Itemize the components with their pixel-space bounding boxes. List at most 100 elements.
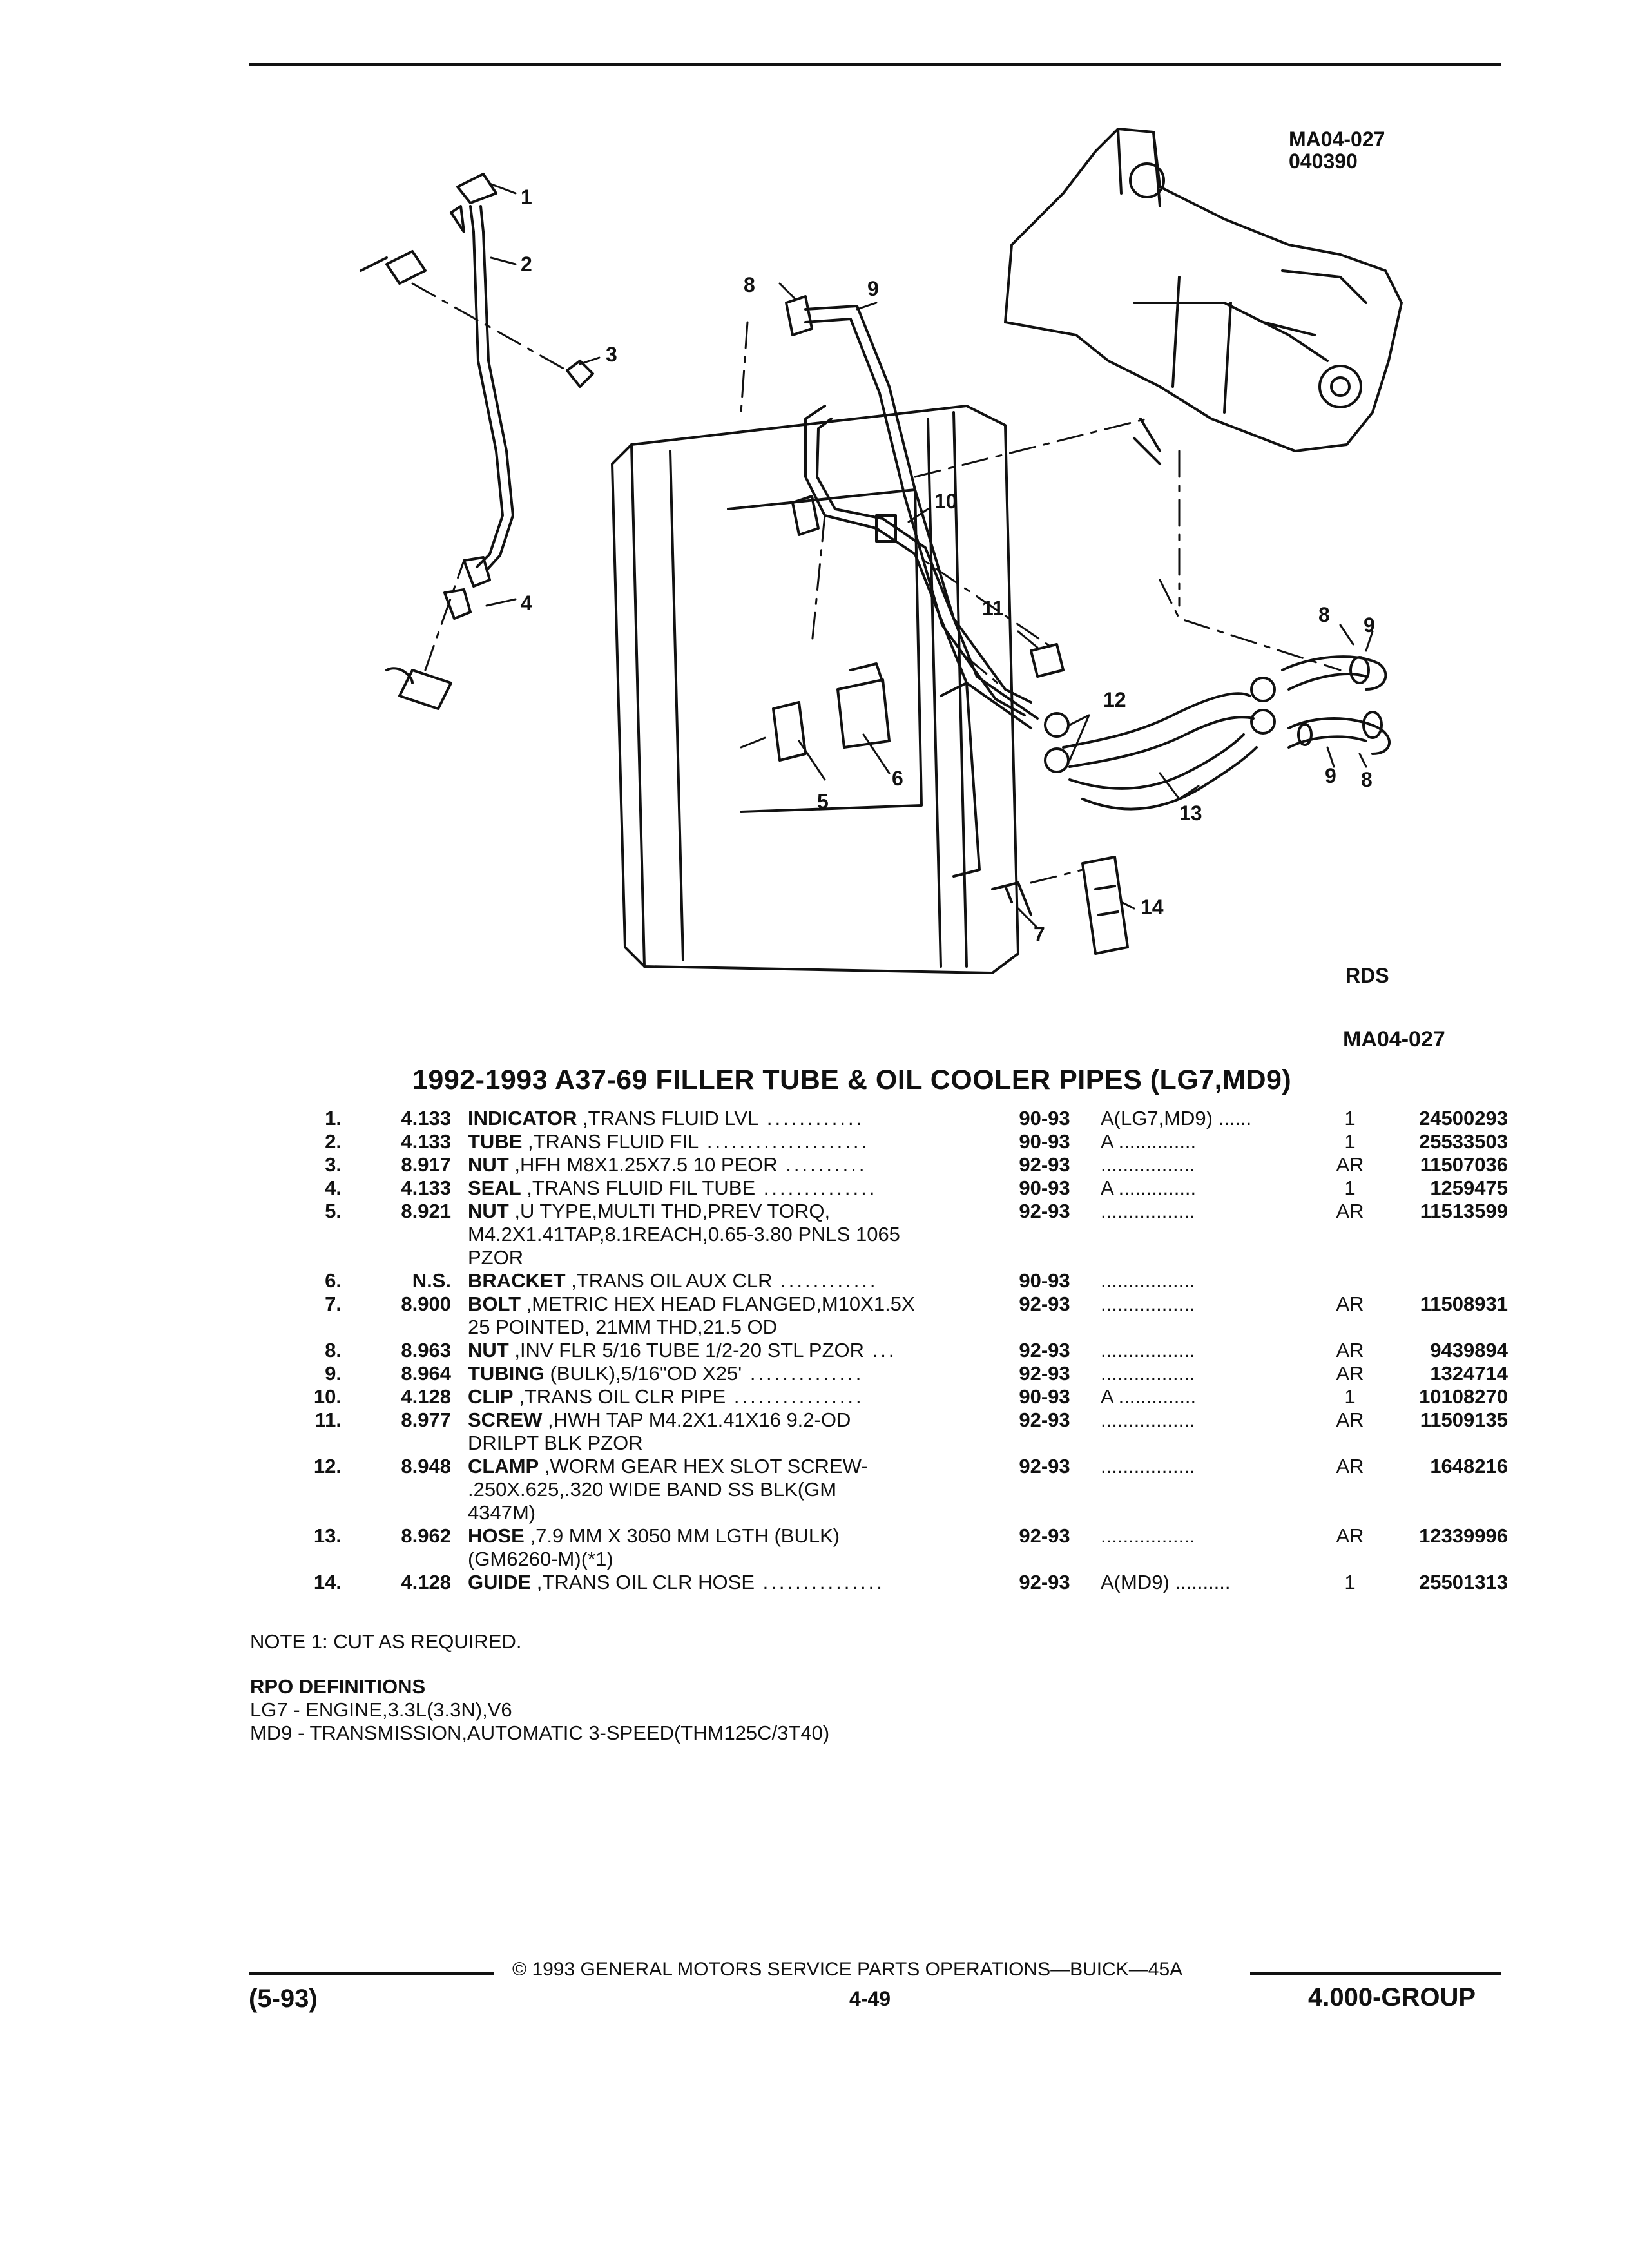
item-name: SCREW <box>468 1408 543 1431</box>
item-description-continued: PZOR <box>468 1246 524 1269</box>
quantity: AR <box>1336 1153 1364 1176</box>
usage-note: ................. <box>1101 1524 1195 1547</box>
item-number: 5. <box>325 1200 342 1222</box>
part-number: 11508931 <box>1420 1293 1508 1315</box>
note-1: NOTE 1: CUT AS REQUIRED. <box>250 1630 522 1653</box>
item-spec: ,U TYPE,MULTI THD,PREV TORQ, <box>508 1200 831 1222</box>
item-number: 11. <box>314 1408 342 1431</box>
quantity: 1 <box>1344 1571 1356 1593</box>
parts-row: 3. 8.917 NUT ,HFH M8X1.25X7.5 10 PEOR ....… <box>0 1153 1629 1177</box>
part-number: 12339996 <box>1419 1524 1508 1547</box>
part-number: 11509135 <box>1420 1408 1508 1431</box>
diagram-rds-label: RDS <box>1345 964 1389 987</box>
item-number: 10. <box>313 1385 342 1408</box>
callout-4: 4 <box>521 591 532 615</box>
rpo-line-md9: MD9 - TRANSMISSION,AUTOMATIC 3-SPEED(THM… <box>250 1722 830 1744</box>
part-number: 10108270 <box>1419 1385 1508 1408</box>
dot-leader: .............. <box>742 1362 864 1385</box>
dot-leader: ............ <box>772 1269 878 1292</box>
item-description: NUT ,U TYPE,MULTI THD,PREV TORQ, <box>468 1200 996 1223</box>
figure-number: 8.917 <box>401 1153 451 1176</box>
model-years: 90-93 <box>1019 1269 1070 1292</box>
quantity: AR <box>1336 1455 1364 1477</box>
model-years: 92-93 <box>1019 1455 1070 1477</box>
callout-13: 13 <box>1179 802 1202 825</box>
parts-diagram <box>360 128 1403 974</box>
diagram-code-top: MA04-027 <box>1289 128 1385 151</box>
item-spec: ,TRANS OIL AUX CLR <box>565 1269 773 1292</box>
model-years: 92-93 <box>1019 1571 1070 1593</box>
item-spec: ,TRANS FLUID FIL TUBE <box>521 1177 756 1199</box>
figure-number: 8.964 <box>401 1362 451 1385</box>
item-spec: ,METRIC HEX HEAD FLANGED,M10X1.5X <box>521 1293 915 1315</box>
item-spec: ,TRANS OIL CLR PIPE <box>513 1385 726 1408</box>
item-name: NUT <box>468 1200 509 1222</box>
figure-number: 4.133 <box>401 1130 451 1153</box>
parts-row-continuation: 4347M) <box>0 1501 1629 1524</box>
usage-note: ................. <box>1101 1269 1195 1292</box>
callout-12: 12 <box>1103 688 1126 711</box>
footer-rule-right <box>1250 1972 1501 1975</box>
quantity: AR <box>1336 1200 1364 1222</box>
item-description-continued: .250X.625,.320 WIDE BAND SS BLK(GM <box>468 1478 837 1501</box>
item-number: 9. <box>325 1362 342 1385</box>
part-number: 25501313 <box>1419 1571 1508 1593</box>
usage-note: ................. <box>1101 1200 1195 1222</box>
usage-note: A .............. <box>1101 1385 1197 1408</box>
figure-number: 8.962 <box>401 1524 451 1547</box>
callout-2: 2 <box>521 253 532 276</box>
callout-9-right-upper: 9 <box>1364 613 1375 637</box>
footer-copyright: © 1993 GENERAL MOTORS SERVICE PARTS OPER… <box>512 1959 1183 1980</box>
item-spec: ,WORM GEAR HEX SLOT SCREW- <box>539 1455 868 1477</box>
item-name: NUT <box>468 1153 509 1176</box>
part-number: 1648216 <box>1430 1455 1508 1477</box>
item-number: 2. <box>325 1130 342 1153</box>
parts-row-continuation: DRILPT BLK PZOR <box>0 1432 1629 1455</box>
callout-8-right-lower: 8 <box>1361 768 1373 791</box>
parts-row-continuation: M4.2X1.41TAP,8.1REACH,0.65-3.80 PNLS 106… <box>0 1223 1629 1246</box>
item-name: BOLT <box>468 1293 521 1315</box>
filler-tube <box>443 173 514 620</box>
part-number: 11513599 <box>1420 1200 1508 1222</box>
item-number: 3. <box>325 1153 342 1176</box>
callout-8-right-upper: 8 <box>1318 603 1330 626</box>
model-years: 92-93 <box>1019 1200 1070 1222</box>
figure-number: 4.133 <box>401 1107 451 1129</box>
item-description: SCREW ,HWH TAP M4.2X1.41X16 9.2-OD <box>468 1408 996 1432</box>
model-years: 92-93 <box>1019 1339 1070 1361</box>
item-name: INDICATOR <box>468 1107 577 1129</box>
item-description: TUBE ,TRANS FLUID FIL ..................… <box>468 1130 996 1153</box>
parts-row: 6.N.S.BRACKET ,TRANS OIL AUX CLR .......… <box>0 1269 1629 1293</box>
item-description: BRACKET ,TRANS OIL AUX CLR ............ <box>468 1269 996 1293</box>
dot-leader: ... <box>864 1339 897 1361</box>
parts-row: 2. 4.133 TUBE ,TRANS FLUID FIL ...........… <box>0 1130 1629 1153</box>
item-description-continued: 4347M) <box>468 1501 536 1524</box>
item-name: NUT <box>468 1339 509 1361</box>
quantity: AR <box>1336 1408 1364 1431</box>
parts-row-continuation: .250X.625,.320 WIDE BAND SS BLK(GM <box>0 1478 1629 1501</box>
callout-9-right-lower: 9 <box>1325 764 1336 787</box>
usage-note: ................. <box>1101 1293 1195 1315</box>
figure-number: 8.963 <box>401 1339 451 1361</box>
model-years: 90-93 <box>1019 1130 1070 1153</box>
item-description: CLIP ,TRANS OIL CLR PIPE ...............… <box>468 1385 996 1408</box>
figure-number: 8.948 <box>401 1455 451 1477</box>
quantity: AR <box>1336 1524 1364 1547</box>
rpo-heading: RPO DEFINITIONS <box>250 1675 426 1698</box>
item-description: NUT ,HFH M8X1.25X7.5 10 PEOR .......... <box>468 1153 996 1177</box>
page-title: 1992-1993 A37-69 FILLER TUBE & OIL COOLE… <box>412 1064 1292 1095</box>
figure-number: N.S. <box>412 1269 451 1292</box>
item-number: 8. <box>325 1339 342 1361</box>
quantity: 1 <box>1344 1130 1356 1153</box>
clamps <box>1044 677 1276 773</box>
item-name: HOSE <box>468 1524 525 1547</box>
item-description: INDICATOR ,TRANS FLUID LVL ............ <box>468 1107 996 1130</box>
footer-group: 4.000-GROUP <box>1308 1983 1476 2012</box>
item-description: SEAL ,TRANS FLUID FIL TUBE .............… <box>468 1177 996 1200</box>
